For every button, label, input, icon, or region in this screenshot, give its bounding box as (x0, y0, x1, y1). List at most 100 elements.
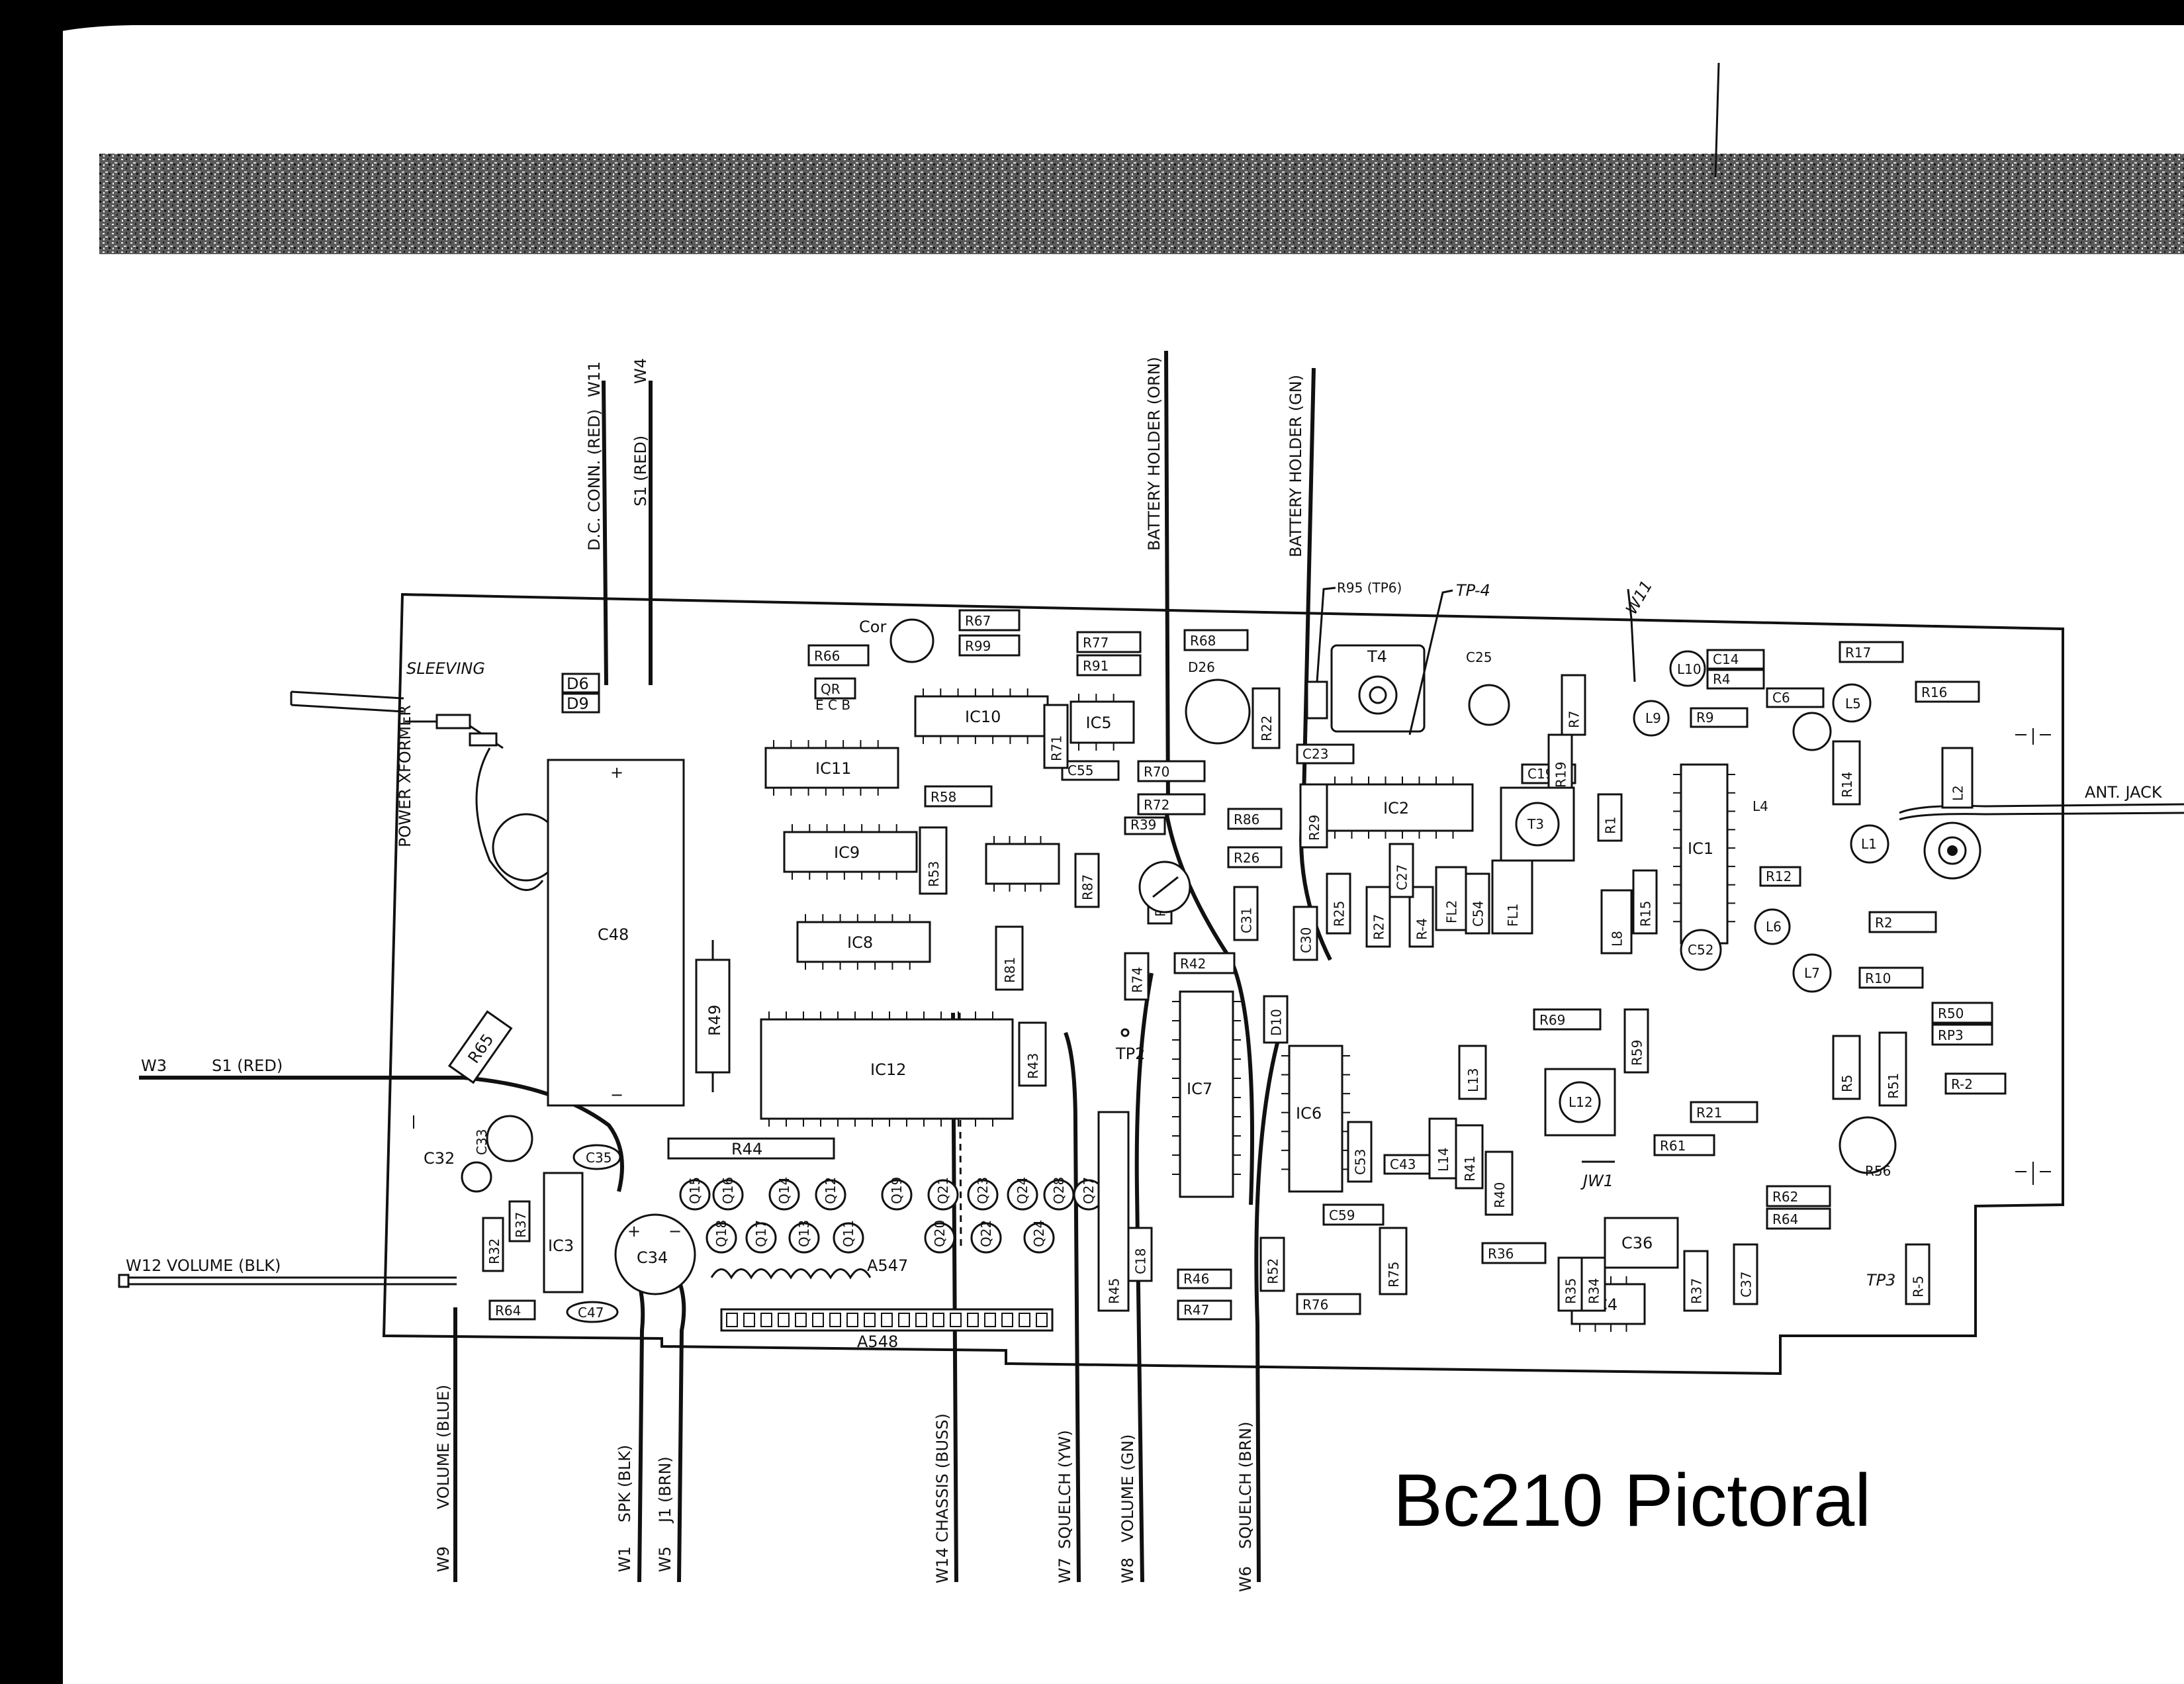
r15-part (1632, 869, 1658, 935)
transistor-q23 (967, 1179, 999, 1211)
label-top-w11: W11 (585, 361, 604, 397)
r7-label: R7 (1567, 710, 1582, 728)
r21-label: R21 (1696, 1105, 1722, 1121)
r71-part (1043, 704, 1069, 769)
r41-label: R41 (1462, 1156, 1478, 1182)
a548-label: A548 (857, 1333, 898, 1351)
r39-part (1124, 816, 1166, 835)
fl1-part (1491, 859, 1533, 935)
r70-label: R70 (1144, 764, 1169, 780)
r69-label: R69 (1539, 1012, 1565, 1028)
label-top-s1: S1 (RED) (631, 436, 650, 506)
label-left-s1: S1 (RED) (212, 1056, 283, 1075)
cor-label: Cor (859, 618, 886, 636)
label-power-xformer: POWER XFORMER (396, 705, 414, 847)
rp3-label: RP3 (1938, 1027, 1964, 1043)
r62-part (1766, 1185, 1831, 1207)
label-bottom-w1: W1 (615, 1546, 634, 1572)
c31-label: C31 (1239, 908, 1255, 933)
r19-label: R19 (1553, 762, 1569, 788)
l10-label: L10 (1677, 661, 1702, 677)
transistor-label-q27: Q27 (1081, 1177, 1097, 1204)
left-black-band (0, 0, 63, 1684)
c34-minus: − (668, 1222, 682, 1240)
label-volume-gn: VOLUME (GN) (1118, 1434, 1137, 1542)
c27-label: C27 (1394, 865, 1410, 890)
tp2-dot (1120, 1028, 1130, 1037)
l4-coil (1792, 712, 1832, 751)
r9-part (1690, 707, 1749, 728)
label-dc-conn: D.C. CONN. (RED) (585, 409, 604, 551)
r50-label: R50 (1938, 1006, 1964, 1021)
r58-label: R58 (931, 789, 956, 805)
r43-part (1018, 1021, 1047, 1087)
c48-label: C48 (598, 925, 629, 944)
c55-label: C55 (1068, 763, 1093, 778)
c36-label: C36 (1621, 1234, 1653, 1252)
r86-part (1227, 808, 1283, 830)
label-jw1: JW1 (1580, 1172, 1614, 1190)
c52-label: C52 (1688, 942, 1713, 958)
l5-coil (1832, 683, 1872, 723)
c54-label: C54 (1471, 901, 1486, 927)
l8-label: L8 (1610, 931, 1625, 947)
r12-label: R12 (1766, 868, 1792, 884)
transistor-q19 (881, 1179, 913, 1211)
label-ant-jack: ANT. JACK (2085, 783, 2163, 802)
r74-part (1124, 952, 1150, 1001)
label-squelch-yw: SQUELCH (YW) (1056, 1430, 1074, 1549)
c48-minus: − (610, 1086, 623, 1104)
transistor-q14 (768, 1179, 800, 1211)
r36-part (1481, 1242, 1547, 1264)
r51-label: R51 (1886, 1073, 1901, 1099)
r2b-label: R-2 (1951, 1076, 1973, 1092)
qr-part (814, 677, 856, 700)
r32-label: R32 (486, 1239, 502, 1264)
r87-part (1074, 853, 1100, 908)
transistor-q24 (1007, 1179, 1038, 1211)
r49-label: R49 (705, 1005, 724, 1036)
c35-label: C35 (586, 1150, 612, 1166)
r71-label: R71 (1049, 735, 1065, 761)
r41-part (1455, 1124, 1484, 1190)
transistor-label-q24-b: Q24 (1031, 1220, 1047, 1247)
l2-part (1941, 747, 1974, 809)
r91-label: R91 (1083, 658, 1109, 674)
r4-label: R-4 (1414, 918, 1430, 940)
ecb-label: E C B (815, 697, 850, 713)
fl2-part (1435, 866, 1467, 931)
r66-label: R66 (814, 648, 840, 664)
r53-part (919, 826, 948, 895)
r56-trimmer (1839, 1116, 1897, 1174)
r25-part (1326, 872, 1351, 935)
l9-coil (1633, 700, 1670, 737)
l12-label: L12 (1569, 1094, 1593, 1110)
transistor-label-q12: Q12 (823, 1177, 839, 1204)
label-battery-orn: BATTERY HOLDER (ORN) (1145, 357, 1163, 551)
label-j1: J1 (BRN) (656, 1456, 674, 1524)
transistor-q11-b (833, 1222, 864, 1254)
r5-part (1832, 1035, 1861, 1100)
ic12-label: IC12 (870, 1060, 906, 1079)
r64-label: R64 (1772, 1211, 1798, 1227)
r64-part (1766, 1207, 1831, 1230)
c23-label: C23 (1302, 746, 1328, 762)
label-squelch-brn: SQUELCH (BRN) (1236, 1422, 1255, 1549)
r52-part (1259, 1237, 1285, 1292)
r5b-part (1905, 1243, 1931, 1305)
r75-part (1379, 1227, 1408, 1295)
r10-part (1858, 966, 1924, 989)
r26-label: R26 (1234, 850, 1259, 866)
transistor-q13-b (788, 1222, 820, 1254)
transistor-label-q23: Q23 (975, 1177, 991, 1204)
c37-part (1733, 1243, 1758, 1305)
r99-part (958, 634, 1021, 657)
r77-label: R77 (1083, 635, 1109, 651)
r35-label: R35 (1563, 1278, 1579, 1304)
r21-part (1690, 1101, 1758, 1123)
c34-capacitor (614, 1213, 696, 1295)
c53-label: C53 (1353, 1149, 1369, 1175)
c34-plus: + (627, 1222, 641, 1240)
